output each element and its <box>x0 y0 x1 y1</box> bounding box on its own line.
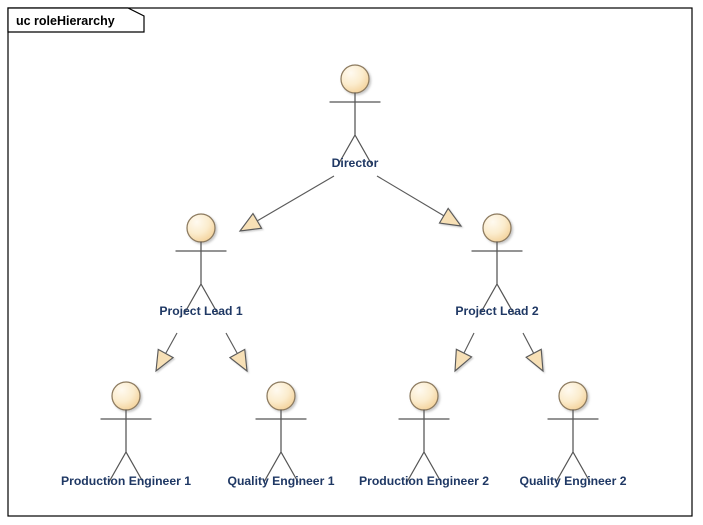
actor-body-icon <box>100 409 152 483</box>
generalization-arrowhead <box>238 212 263 232</box>
generalization-connector[interactable] <box>454 332 475 373</box>
connector-line <box>376 175 445 217</box>
frame-label-tab <box>7 7 145 33</box>
actor-body-icon <box>547 409 599 483</box>
actor-body-icon <box>471 241 523 315</box>
actor-label: Project Lead 1 <box>159 304 243 318</box>
actor-label: Project Lead 2 <box>455 304 539 318</box>
actor-head-icon <box>266 381 296 411</box>
actor-director[interactable]: Director <box>329 64 381 170</box>
actor-body-icon <box>398 409 450 483</box>
generalization-arrowhead <box>228 348 248 373</box>
generalization-connector[interactable] <box>225 332 248 373</box>
generalization-arrowhead <box>438 207 463 227</box>
actor-head-icon <box>111 381 141 411</box>
actor-label: Quality Engineer 2 <box>519 474 626 488</box>
actor-body-icon <box>175 241 227 315</box>
actor-body-icon <box>329 92 381 166</box>
generalization-arrowhead <box>525 348 544 373</box>
actor-production-engineer-2[interactable]: Production Engineer 2 <box>359 381 489 488</box>
generalization-connector[interactable] <box>376 175 463 227</box>
actor-label: Production Engineer 2 <box>359 474 489 488</box>
frame-title: uc roleHierarchy <box>16 14 115 28</box>
connector-layer <box>155 175 544 373</box>
actor-head-icon <box>340 64 370 94</box>
actor-head-icon <box>482 213 512 243</box>
generalization-arrowhead <box>155 348 175 373</box>
connector-line <box>522 332 535 354</box>
connector-line <box>165 332 178 354</box>
actor-production-engineer-1[interactable]: Production Engineer 1 <box>61 381 191 488</box>
actor-quality-engineer-2[interactable]: Quality Engineer 2 <box>519 381 627 488</box>
actor-head-icon <box>558 381 588 411</box>
actor-head-icon <box>186 213 216 243</box>
generalization-connector[interactable] <box>522 332 544 373</box>
actor-quality-engineer-1[interactable]: Quality Engineer 1 <box>227 381 335 488</box>
generalization-arrowhead <box>454 348 473 373</box>
actor-body-icon <box>255 409 307 483</box>
connector-line <box>256 175 335 222</box>
connector-line <box>463 332 475 354</box>
actor-label: Production Engineer 1 <box>61 474 191 488</box>
actor-project-lead-2[interactable]: Project Lead 2 <box>455 213 539 318</box>
generalization-connector[interactable] <box>238 175 335 232</box>
actor-head-icon <box>409 381 439 411</box>
generalization-connector[interactable] <box>155 332 178 373</box>
connector-line <box>225 332 238 354</box>
actor-label: Director <box>332 156 379 170</box>
actor-project-lead-1[interactable]: Project Lead 1 <box>159 213 243 318</box>
actor-label: Quality Engineer 1 <box>227 474 334 488</box>
